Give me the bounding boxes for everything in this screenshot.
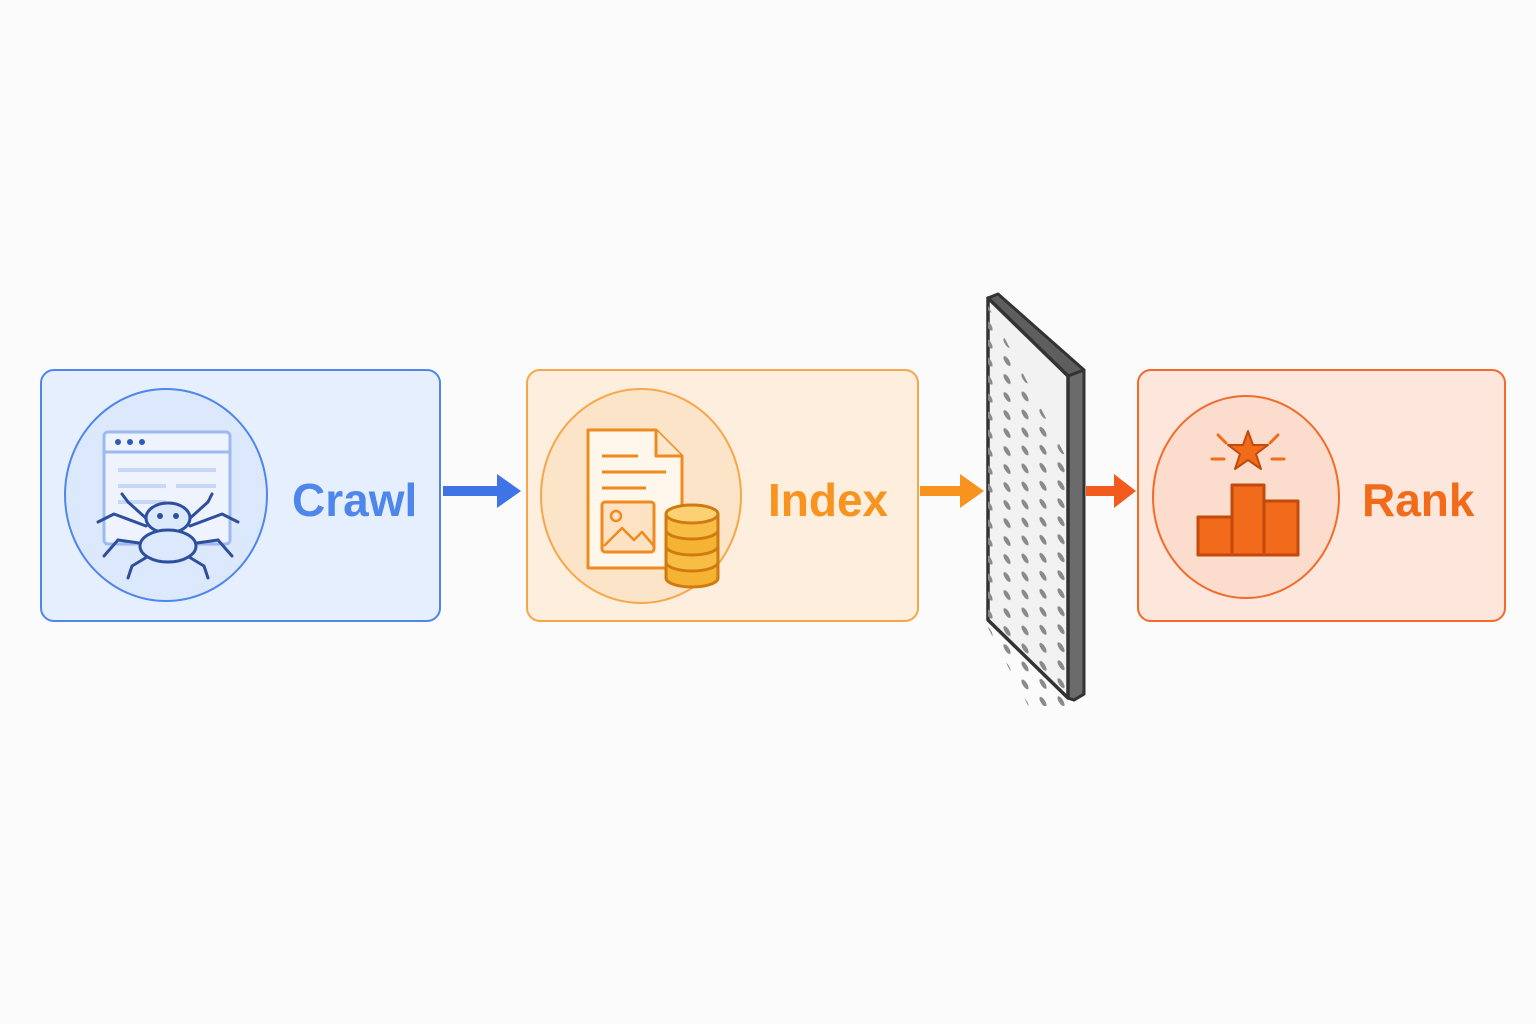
stage-rank-box: Rank [1137,369,1506,622]
filter-screen-icon [986,292,1086,706]
stage-label-index: Index [768,474,889,526]
document-database-icon [586,428,720,589]
stage-index-box: Index [526,369,919,622]
arrow-icon [443,474,521,508]
podium-star-icon [1196,430,1300,557]
crawl-icon-circle [64,388,268,602]
stage-label-rank: Rank [1362,474,1475,526]
index-icon-circle [540,388,742,604]
stage-label-crawl: Crawl [292,474,418,526]
stage-crawl-box: Crawl [40,369,441,622]
spider-icon [96,430,240,580]
rank-icon-circle [1152,395,1340,599]
arrow-icon [920,474,984,508]
arrow-icon [1086,474,1136,508]
